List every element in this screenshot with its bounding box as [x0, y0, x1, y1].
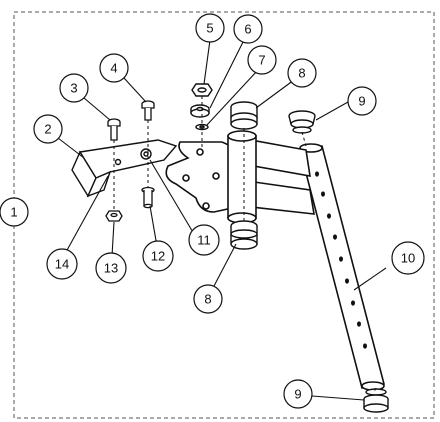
callout-3: 3 [59, 73, 89, 103]
callout-12: 12 [142, 240, 174, 272]
callout-7: 7 [247, 45, 277, 75]
nut-item-13 [105, 210, 123, 222]
end-cap-bottom [363, 388, 389, 413]
svg-text:2: 2 [44, 122, 51, 137]
assembly-lines [113, 96, 377, 393]
svg-text:7: 7 [258, 53, 265, 68]
cross-tubes [239, 137, 315, 215]
svg-text:8: 8 [204, 292, 211, 307]
svg-text:5: 5 [206, 21, 213, 36]
svg-text:14: 14 [55, 257, 69, 272]
callout-11: 11 [188, 224, 220, 256]
svg-text:10: 10 [401, 251, 415, 266]
callout-8-bottom: 8 [193, 284, 223, 314]
callout-9-bottom: 9 [283, 379, 313, 409]
callout-1: 1 [0, 197, 29, 227]
front-tube [227, 130, 257, 224]
callout-13: 13 [95, 252, 127, 284]
end-cap-top [288, 110, 316, 134]
svg-text:13: 13 [104, 261, 118, 276]
plug-bottom [230, 220, 258, 250]
mounting-plate [165, 141, 241, 213]
spacer-item-12 [141, 186, 155, 209]
svg-text:9: 9 [294, 387, 301, 402]
plug-top [230, 101, 258, 130]
callout-14: 14 [46, 248, 78, 280]
bolt-item-3 [107, 118, 121, 141]
svg-text:8: 8 [298, 66, 305, 81]
svg-text:9: 9 [358, 94, 365, 109]
svg-text:6: 6 [244, 22, 251, 37]
svg-text:4: 4 [110, 61, 117, 76]
vertical-tube [299, 143, 385, 391]
bolt-item-4 [141, 100, 155, 121]
svg-text:3: 3 [70, 81, 77, 96]
callout-10: 10 [391, 241, 425, 275]
svg-text:11: 11 [197, 233, 211, 248]
callout-9-top: 9 [347, 86, 377, 116]
callout-8-top: 8 [287, 58, 317, 88]
svg-text:12: 12 [151, 249, 165, 264]
svg-text:1: 1 [10, 205, 17, 220]
callout-2: 2 [33, 114, 63, 144]
callout-5: 5 [195, 13, 225, 43]
callout-4: 4 [99, 53, 129, 83]
callout-6: 6 [233, 14, 263, 44]
callouts: 1 2 3 4 5 6 7 8 9 10 11 12 13 14 8 9 [0, 13, 425, 409]
bracket [71, 139, 178, 198]
